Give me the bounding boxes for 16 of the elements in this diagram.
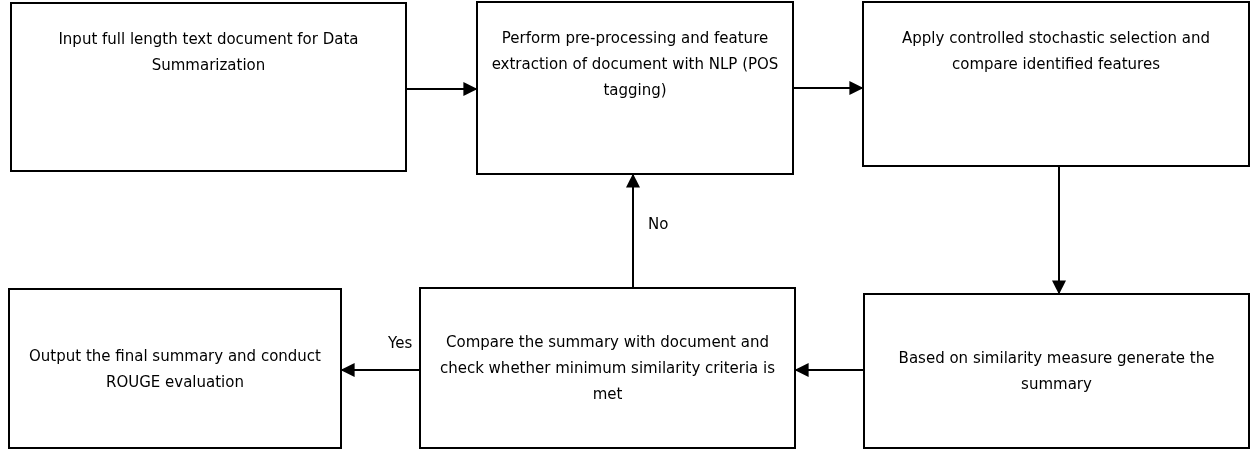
process-box	[863, 293, 1250, 449]
process-box	[862, 1, 1250, 167]
arrow	[1052, 166, 1066, 295]
process-box	[8, 288, 342, 449]
box-text: Perform pre-processing and feature extraction of document with NLP (POS tagging)	[490, 28, 780, 101]
arrow	[406, 82, 478, 96]
box-text: Input full length text document for Data Summarization	[57, 29, 360, 76]
box-text: Output the final summary and conduct ROUGE evaluation	[28, 345, 322, 393]
process-box	[476, 1, 794, 175]
arrow	[793, 81, 864, 95]
arrow	[626, 173, 640, 288]
process-box	[10, 2, 407, 172]
box-text: Compare the summary with document and check whether minimum similarity criteria is met	[438, 332, 777, 405]
process-box	[419, 287, 796, 449]
box-text: Based on similarity measure generate the summary	[897, 348, 1216, 395]
box-text: Apply controlled stochastic selection and compare identified features	[901, 28, 1211, 75]
